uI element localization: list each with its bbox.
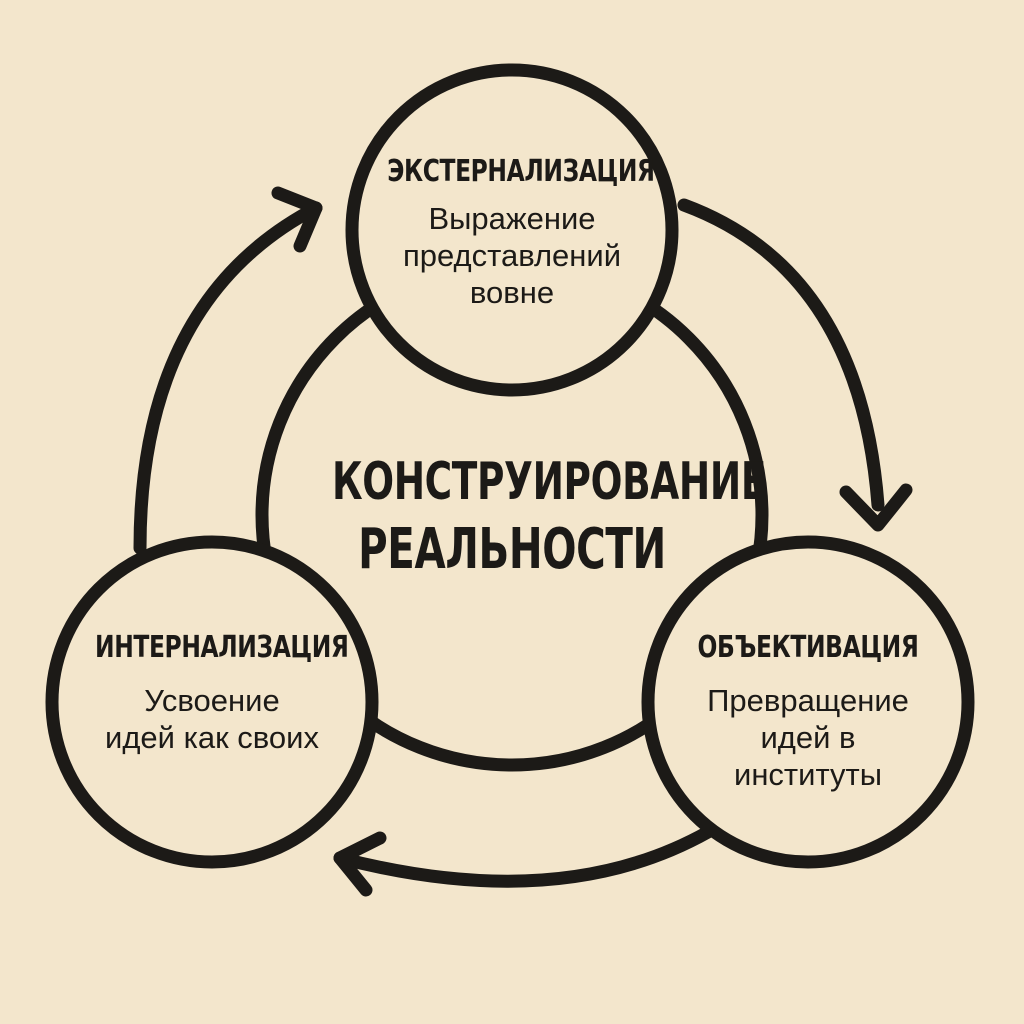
arrow-left-to-top bbox=[133, 201, 323, 555]
node-circle-top bbox=[345, 63, 679, 397]
arrow-head-left bbox=[333, 831, 387, 897]
node-right-desc-line1: Превращение bbox=[707, 683, 909, 718]
node-right-title: ОБЪЕКТИВАЦИЯ bbox=[697, 630, 919, 665]
node-left-desc-line2: идей как своих bbox=[105, 720, 319, 755]
center-title-line2: РЕАЛЬНОСТИ bbox=[358, 517, 666, 582]
node-top-title: ЭКСТЕРНАЛИЗАЦИЯ bbox=[387, 154, 655, 189]
node-left-title: ИНТЕРНАЛИЗАЦИЯ bbox=[95, 630, 349, 665]
arrow-top-to-right bbox=[677, 198, 885, 512]
node-top: ЭКСТЕРНАЛИЗАЦИЯ Выражение представлений … bbox=[352, 148, 672, 311]
node-left: ИНТЕРНАЛИЗАЦИЯ Усвоение идей как своих bbox=[62, 624, 362, 756]
center-label: КОНСТРУИРОВАНИЕ РЕАЛЬНОСТИ bbox=[262, 448, 767, 584]
node-circle-left bbox=[45, 535, 379, 869]
node-left-desc-line1: Усвоение bbox=[144, 683, 280, 718]
node-top-desc-line2: представлений bbox=[402, 238, 622, 273]
arrow-head-top bbox=[271, 186, 323, 253]
arrow-head-right bbox=[839, 483, 913, 532]
node-right: ОБЪЕКТИВАЦИЯ Превращение идей в институт… bbox=[658, 624, 958, 793]
node-top-desc-line1: Выражение bbox=[428, 201, 596, 236]
node-right-desc-line2: идей в bbox=[760, 720, 856, 755]
arrow-right-to-left bbox=[333, 825, 715, 888]
node-right-desc-line3: институты bbox=[734, 757, 882, 792]
node-circle-right bbox=[641, 535, 975, 869]
node-top-desc-line3: вовне bbox=[469, 275, 555, 310]
center-title-line1: КОНСТРУИРОВАНИЕ bbox=[332, 452, 767, 512]
